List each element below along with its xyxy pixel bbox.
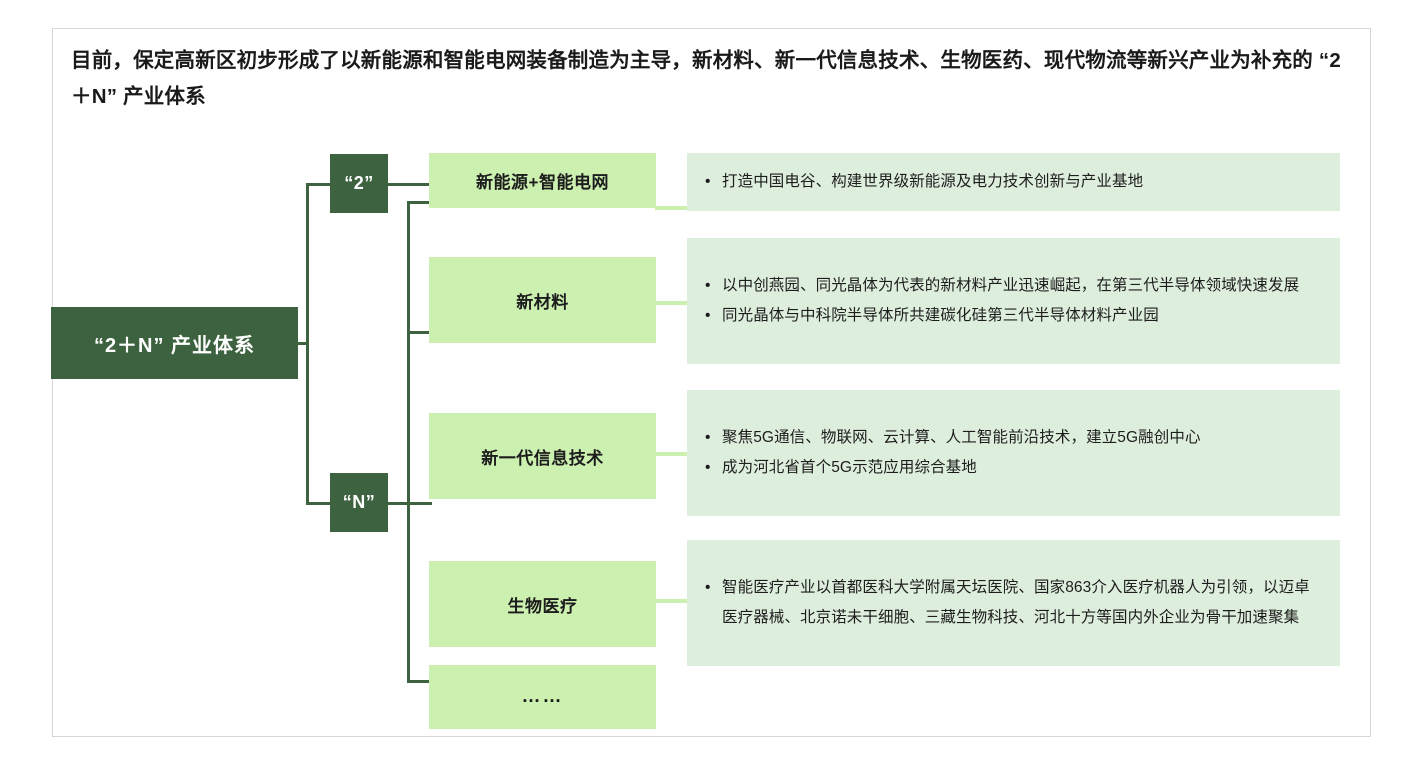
branch-node-n[interactable]: “N” (330, 473, 388, 532)
category-node-biomedical-label: 生物医疗 (507, 596, 578, 616)
connector-n-subspine (407, 201, 410, 683)
connector-n-to-cat4 (407, 502, 432, 505)
detail-item-text: 聚焦5G通信、物联网、云计算、人工智能前沿技术，建立5G融创中心 (722, 429, 1201, 446)
bullet-icon: • (705, 307, 711, 324)
connector-root-stub (298, 342, 309, 345)
bullet-icon: • (705, 459, 711, 476)
branch-node-2-label: “2” (344, 173, 374, 193)
root-node[interactable]: “2＋N” 产业体系 (51, 307, 298, 379)
detail-item: • 智能医疗产业以首都医科大学附属天坛医院、国家863介入医疗机器人为引领，以迈… (703, 573, 1320, 633)
detail-item-text: 成为河北省首个5G示范应用综合基地 (722, 459, 977, 476)
detail-item-text: 打造中国电谷、构建世界级新能源及电力技术创新与产业基地 (722, 173, 1144, 190)
root-node-label: “2＋N” 产业体系 (93, 334, 256, 357)
category-node-more[interactable]: …… (429, 665, 656, 729)
page-title: 目前，保定高新区初步形成了以新能源和智能电网装备制造为主导，新材料、新一代信息技… (71, 49, 1341, 108)
connector-n-to-cat5 (407, 680, 432, 683)
detail-list-new-energy: • 打造中国电谷、构建世界级新能源及电力技术创新与产业基地 (703, 167, 1320, 197)
detail-list-new-materials: • 以中创燕园、同光晶体为代表的新材料产业迅速崛起，在第三代半导体领域快速发展 … (703, 271, 1320, 331)
connector-to-branch-n (306, 502, 332, 505)
connector-cat3-to-detail3 (655, 452, 690, 456)
connector-cat4-to-detail4 (655, 599, 690, 603)
detail-list-biomedical: • 智能医疗产业以首都医科大学附属天坛医院、国家863介入医疗机器人为引领，以迈… (703, 573, 1320, 633)
category-node-biomedical[interactable]: 生物医疗 (429, 561, 656, 647)
detail-panel-biomedical: • 智能医疗产业以首都医科大学附属天坛医院、国家863介入医疗机器人为引领，以迈… (687, 540, 1340, 666)
detail-item-text: 同光晶体与中科院半导体所共建碳化硅第三代半导体材料产业园 (722, 307, 1159, 324)
connector-n-to-cat2 (407, 201, 432, 204)
connector-branch2-to-cat1 (388, 183, 432, 186)
category-node-new-materials[interactable]: 新材料 (429, 257, 656, 343)
connector-cat1-to-detail1 (655, 206, 690, 210)
category-node-it[interactable]: 新一代信息技术 (429, 413, 656, 499)
category-node-new-energy[interactable]: 新能源+智能电网 (429, 153, 656, 208)
detail-panel-new-materials: • 以中创燕园、同光晶体为代表的新材料产业迅速崛起，在第三代半导体领域快速发展 … (687, 238, 1340, 364)
connector-to-branch-2 (306, 183, 332, 186)
detail-item: • 成为河北省首个5G示范应用综合基地 (703, 453, 1320, 483)
detail-item: • 聚焦5G通信、物联网、云计算、人工智能前沿技术，建立5G融创中心 (703, 423, 1320, 453)
detail-item-text: 以中创燕园、同光晶体为代表的新材料产业迅速崛起，在第三代半导体领域快速发展 (722, 277, 1300, 294)
branch-node-n-label: “N” (342, 492, 376, 512)
detail-item-text: 智能医疗产业以首都医科大学附属天坛医院、国家863介入医疗机器人为引领，以迈卓医… (722, 579, 1310, 626)
detail-list-it: • 聚焦5G通信、物联网、云计算、人工智能前沿技术，建立5G融创中心 • 成为河… (703, 423, 1320, 483)
detail-panel-new-energy: • 打造中国电谷、构建世界级新能源及电力技术创新与产业基地 (687, 153, 1340, 211)
bullet-icon: • (705, 277, 711, 294)
bullet-icon: • (705, 429, 711, 446)
detail-item: • 以中创燕园、同光晶体为代表的新材料产业迅速崛起，在第三代半导体领域快速发展 (703, 271, 1320, 301)
detail-item: • 同光晶体与中科院半导体所共建碳化硅第三代半导体材料产业园 (703, 301, 1320, 331)
connector-main-spine (306, 183, 309, 505)
detail-panel-it: • 聚焦5G通信、物联网、云计算、人工智能前沿技术，建立5G融创中心 • 成为河… (687, 390, 1340, 516)
branch-node-2[interactable]: “2” (330, 154, 388, 213)
slide-frame: 目前，保定高新区初步形成了以新能源和智能电网装备制造为主导，新材料、新一代信息技… (51, 28, 1371, 737)
bullet-icon: • (705, 173, 711, 190)
category-node-new-energy-label: 新能源+智能电网 (476, 173, 609, 192)
connector-n-to-cat3 (407, 331, 432, 334)
category-node-new-materials-label: 新材料 (516, 292, 569, 312)
category-node-it-label: 新一代信息技术 (481, 448, 604, 468)
connector-cat2-to-detail2 (655, 301, 690, 305)
connector-branch-n-stub (388, 502, 410, 505)
category-node-more-label: …… (521, 686, 564, 707)
bullet-icon: • (705, 579, 711, 596)
detail-item: • 打造中国电谷、构建世界级新能源及电力技术创新与产业基地 (703, 167, 1320, 197)
